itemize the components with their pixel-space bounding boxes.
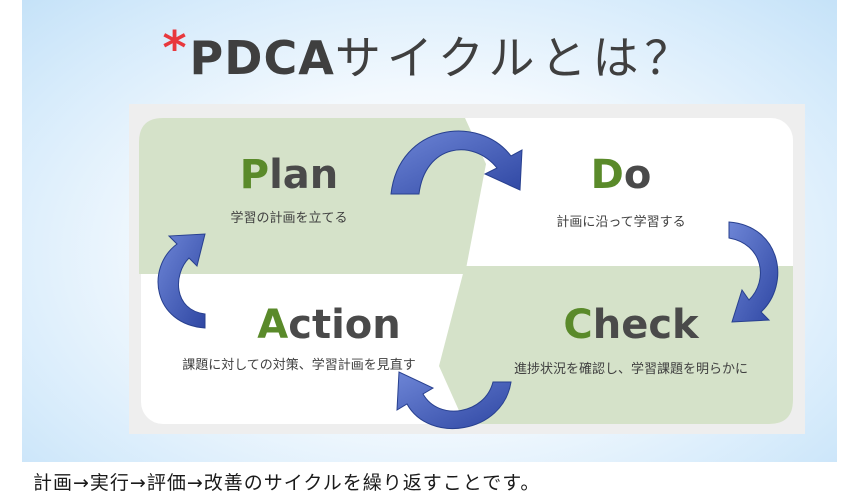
do-rest: o <box>623 152 652 198</box>
check-initial: C <box>563 302 593 348</box>
action-description: 課題に対しての対策、学習計画を見直す <box>182 358 416 373</box>
plan-rest: lan <box>269 152 339 198</box>
plan-description: 学習の計画を立てる <box>230 211 348 226</box>
plan-panel <box>139 118 486 274</box>
action-heading: Action <box>229 302 429 348</box>
title-main: PDCA <box>189 31 335 85</box>
arrow-plan-to-do <box>390 130 523 195</box>
do-description: 計画に沿って学習する <box>556 215 686 230</box>
do-heading: Do <box>541 152 701 198</box>
plan-initial: P <box>239 152 270 198</box>
check-description: 進捗状況を確認し、学習課題を明らかに <box>513 362 748 377</box>
arrow-action-to-plan <box>157 233 206 329</box>
slide-background: *PDCAサイクルとは？ Plan 学習の <box>22 0 837 462</box>
caption-text: 計画→実行→評価→改善のサイクルを繰り返すことです。 <box>33 472 541 494</box>
arrow-check-to-action <box>396 371 512 430</box>
title-sub: サイクルとは？ <box>334 31 697 85</box>
do-initial: D <box>590 152 624 198</box>
title-asterisk: * <box>162 21 188 75</box>
page-title: *PDCAサイクルとは？ <box>22 21 837 88</box>
check-heading: Check <box>541 302 721 348</box>
action-initial: A <box>257 302 289 348</box>
arrow-do-to-check <box>728 221 779 323</box>
check-rest: heck <box>592 302 699 348</box>
pdca-diagram: Plan 学習の計画を立てる Do 計画に沿って学習する Action 課題に対… <box>129 104 805 434</box>
check-panel <box>439 266 793 424</box>
action-rest: ction <box>288 302 401 348</box>
plan-heading: Plan <box>209 152 369 198</box>
pdca-shapes <box>139 118 793 430</box>
